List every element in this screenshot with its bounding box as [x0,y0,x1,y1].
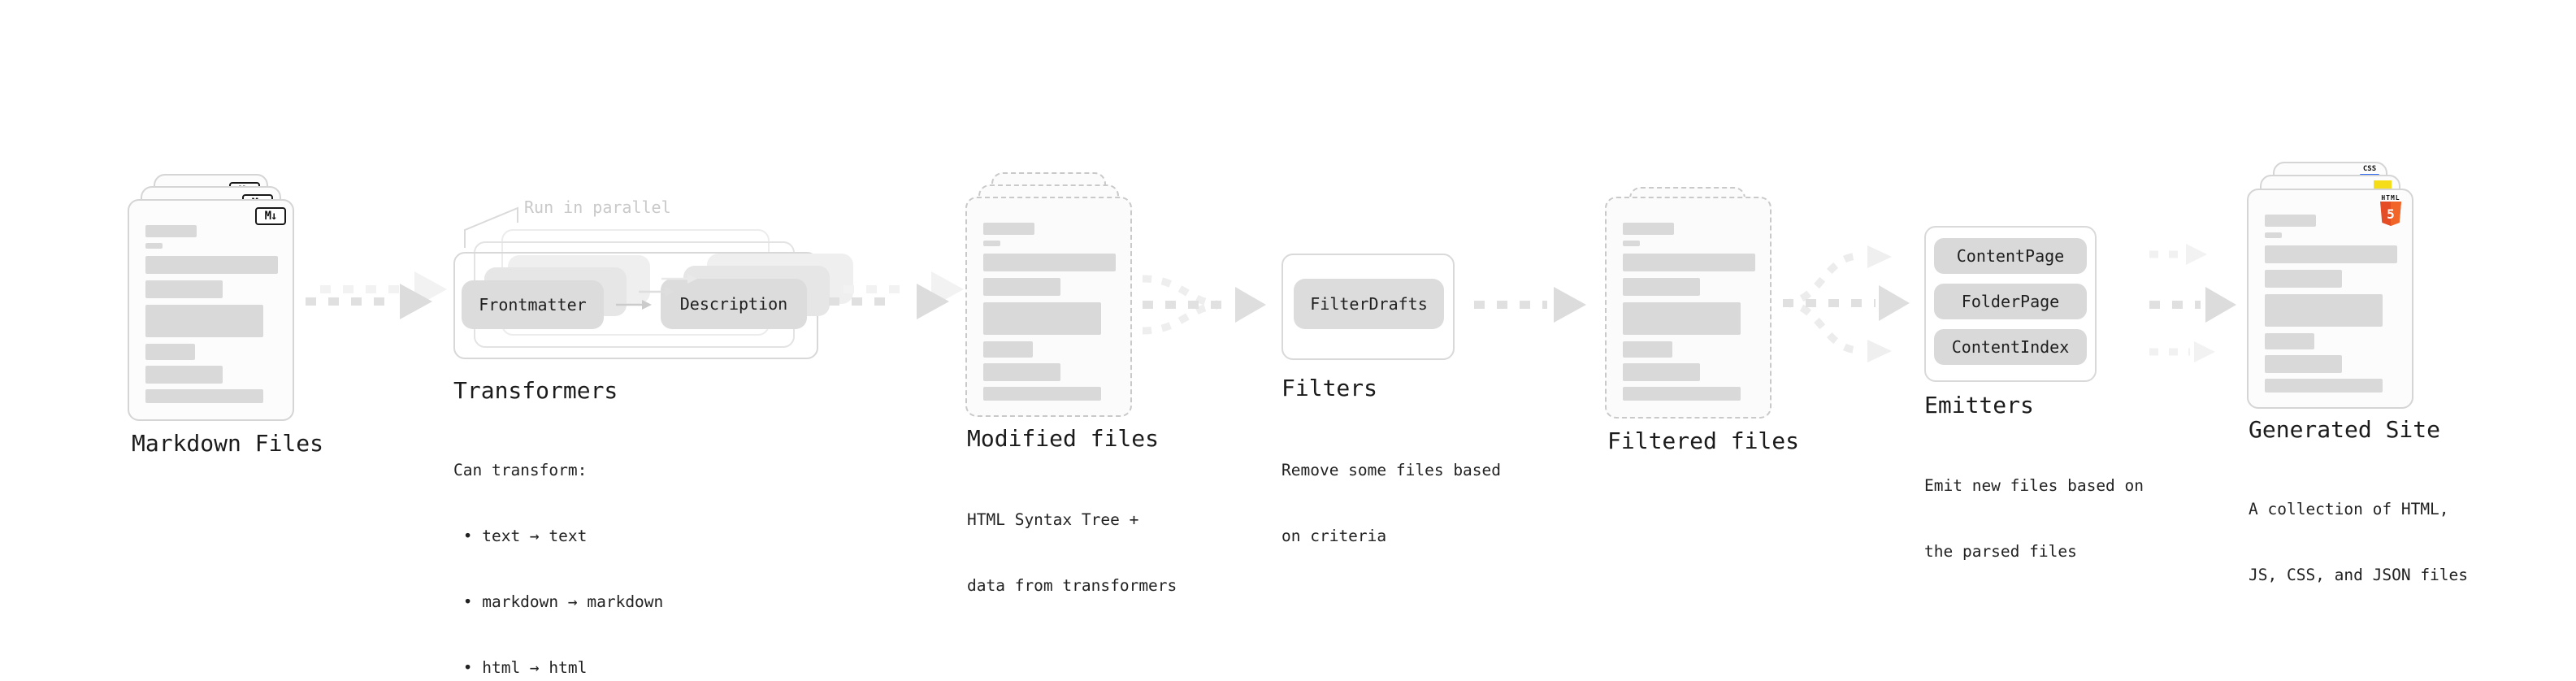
description-line: Remove some files based [1281,461,1502,479]
text-line-bar [983,278,1060,296]
css-icon-label: CSS [2362,165,2377,173]
text-line-bar [145,366,223,384]
filters-description: Remove some files based on criteria [1281,415,1501,591]
text-line-bar [145,225,197,237]
js-file-icon [2374,180,2392,190]
stage-label-transformers: Transformers [453,377,618,404]
contentpage-chip: ContentPage [1934,238,2087,274]
text-line-bar [145,389,263,403]
markdown-icon: M↓ [255,207,286,225]
text-line-bar [2265,379,2383,393]
arrow-filtered-to-emitters [1782,245,1910,362]
html5-shield: 5 [2380,202,2401,226]
text-line-bar [2265,270,2342,288]
description-line: • text → text [453,527,588,545]
text-line-bar [1623,387,1741,401]
stage-label-filtered-files: Filtered files [1607,427,1800,454]
stage-label-emitters: Emitters [1924,392,2034,419]
description-line: Can transform: [453,461,588,479]
description-line: data from transformers [967,576,1177,595]
text-line-bar [2265,333,2314,349]
description-line: A collection of HTML, [2249,500,2449,518]
text-line-bar [2265,355,2342,373]
arrow-transformers-to-modified [829,271,964,319]
description-line: HTML Syntax Tree + [967,510,1139,529]
description-line: JS, CSS, and JSON files [2249,566,2469,584]
description-line: on criteria [1281,527,1387,545]
frontmatter-chip: Frontmatter [462,280,604,329]
emitters-description: Emit new files based on the parsed files [1924,431,2144,606]
text-line-bar [1623,254,1755,271]
stage-label-generated-site: Generated Site [2249,416,2441,443]
text-line-bar [2265,215,2316,227]
transformer-step-arrows [616,274,697,310]
text-line-bar [1623,241,1640,246]
description-line: the parsed files [1924,542,2077,561]
text-line-bar [145,280,223,298]
text-line-bar [983,254,1116,271]
text-line-bar [145,344,195,360]
annotation-connector-line [464,206,518,248]
filtered-file-sheet-front [1605,197,1772,419]
document-content-placeholder [1607,198,1770,417]
modified-file-sheet-front [965,197,1132,417]
stage-label-filters: Filters [1281,375,1378,401]
arrow-modified-to-filters [1142,275,1266,335]
text-line-bar [1623,223,1674,235]
text-line-bar [2265,294,2383,327]
text-line-bar [2265,245,2397,263]
contentindex-chip: ContentIndex [1934,329,2087,365]
text-line-bar [983,302,1101,335]
html-file-sheet: HTML 5 [2247,189,2413,409]
description-chip: Description [661,279,807,329]
text-line-bar [983,223,1034,235]
svg-text:5: 5 [2387,206,2395,222]
text-line-bar [1623,278,1700,296]
transformers-description: Can transform: • text → text • markdown … [453,415,663,681]
generated-site-description: A collection of HTML, JS, CSS, and JSON … [2249,454,2468,630]
text-line-bar [983,241,1000,246]
modified-files-description: HTML Syntax Tree + data from transformer… [967,465,1177,640]
text-line-bar [1623,302,1741,335]
document-content-placeholder [2249,190,2412,407]
html5-icon-label: HTML [2381,194,2400,202]
run-in-parallel-annotation: Run in parallel [524,197,671,217]
folderpage-chip: FolderPage [1934,284,2087,319]
document-content-placeholder [967,198,1130,415]
filterdrafts-chip: FilterDrafts [1294,279,1444,329]
markdown-file-sheet-front: M↓ [128,199,294,421]
text-line-bar [1623,363,1700,381]
document-content-placeholder [129,201,293,419]
html5-icon: HTML 5 [2377,194,2405,229]
text-line-bar [145,256,278,274]
stage-label-modified-files: Modified files [967,425,1160,452]
text-line-bar [983,363,1060,381]
text-line-bar [1623,341,1672,358]
text-line-bar [983,387,1101,401]
stage-label-markdown-files: Markdown Files [132,430,324,457]
text-line-bar [983,341,1033,358]
text-line-bar [145,243,163,249]
description-line: • html → html [453,658,588,677]
description-line: • markdown → markdown [453,592,664,611]
arrow-filters-to-filtered [1474,287,1586,323]
text-line-bar [145,305,263,337]
arrow-emitters-to-site [2149,244,2236,362]
arrow-markdown-to-transformers [306,271,447,319]
text-line-bar [2265,232,2282,238]
description-line: Emit new files based on [1924,476,2144,495]
